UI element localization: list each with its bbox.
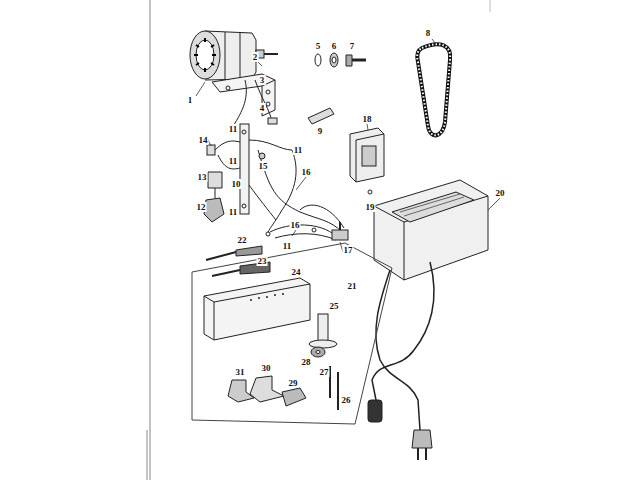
callout-number: 9 (317, 126, 324, 136)
callout-number: 30 (261, 363, 272, 373)
callout-number: 4 (259, 103, 266, 113)
callout-number: 29 (288, 378, 299, 388)
callout-number: 13 (197, 172, 208, 182)
callout-number: 12 (196, 202, 207, 212)
callout-number: 20 (495, 188, 506, 198)
callout-number: 21 (347, 281, 358, 291)
callout-number: 11 (228, 207, 239, 217)
callout-number: 11 (228, 124, 239, 134)
callout-number: 11 (293, 145, 304, 155)
callout-number: 15 (258, 161, 269, 171)
callout-number: 27 (319, 367, 330, 377)
callout-number: 14 (198, 135, 209, 145)
callout-number: 1 (187, 95, 194, 105)
callout-number: 19 (365, 202, 376, 212)
callout-number: 2 (252, 52, 259, 62)
callout-number: 6 (331, 41, 338, 51)
callout-number: 22 (237, 235, 248, 245)
callout-number: 10 (231, 179, 242, 189)
callout-number: 8 (425, 28, 432, 38)
callout-number: 25 (329, 301, 340, 311)
callout-number: 7 (349, 41, 356, 51)
callout-number: 5 (315, 41, 322, 51)
callout-number: 24 (291, 267, 302, 277)
callout-number: 23 (257, 256, 268, 266)
callout-number: 28 (301, 357, 312, 367)
callout-number: 11 (228, 156, 239, 166)
callout-number: 31 (235, 367, 246, 377)
callout-number: 26 (341, 395, 352, 405)
callout-number: 16 (290, 220, 301, 230)
callout-number: 18 (362, 114, 373, 124)
callout-number: 17 (343, 245, 354, 255)
callout-number: 16 (301, 167, 312, 177)
callout-number: 11 (282, 241, 293, 251)
callout-number: 3 (259, 75, 266, 85)
